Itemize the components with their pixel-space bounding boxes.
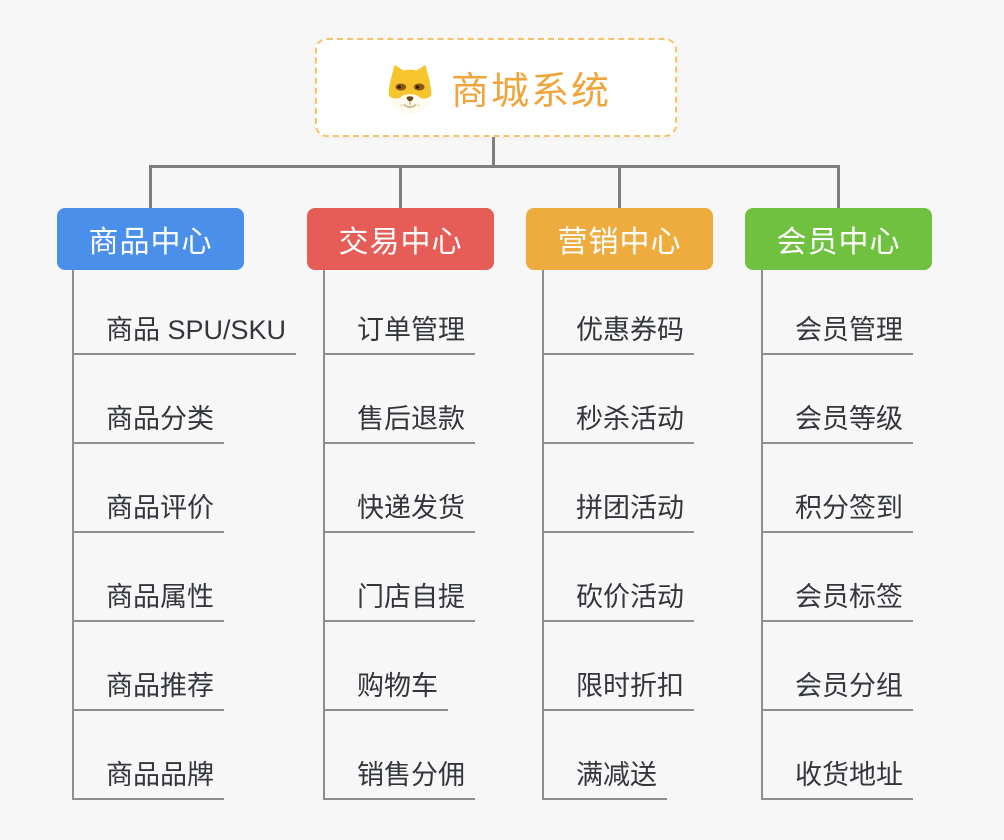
child-node[interactable]: 会员标签: [761, 578, 913, 622]
child-node[interactable]: 优惠券码: [542, 311, 694, 355]
connector-drop-4: [837, 166, 840, 208]
child-node[interactable]: 商品 SPU/SKU: [72, 311, 297, 355]
connector-drop-3: [618, 166, 621, 208]
child-node[interactable]: 购物车: [323, 667, 448, 711]
trunk-line-3: [542, 270, 544, 800]
child-node[interactable]: 快递发货: [323, 489, 475, 533]
child-node[interactable]: 商品推荐: [72, 667, 224, 711]
branch-node-marketing-center[interactable]: 营销中心: [526, 208, 713, 270]
child-node[interactable]: 限时折扣: [542, 667, 694, 711]
connector-drop-1: [149, 166, 152, 208]
branch-node-product-center[interactable]: 商品中心: [57, 208, 244, 270]
child-node[interactable]: 积分签到: [761, 489, 913, 533]
branch-node-trade-center[interactable]: 交易中心: [307, 208, 494, 270]
dog-face-icon: [381, 61, 439, 115]
trunk-line-2: [323, 270, 325, 800]
connector-root-stub: [492, 136, 495, 166]
child-node[interactable]: 会员分组: [761, 667, 913, 711]
child-node[interactable]: 销售分佣: [323, 756, 475, 800]
child-node[interactable]: 会员管理: [761, 311, 913, 355]
child-node[interactable]: 售后退款: [323, 400, 475, 444]
connector-bus: [149, 165, 840, 168]
branch-node-member-center[interactable]: 会员中心: [745, 208, 932, 270]
child-node[interactable]: 商品评价: [72, 489, 224, 533]
child-node[interactable]: 收货地址: [761, 756, 913, 800]
child-node[interactable]: 门店自提: [323, 578, 475, 622]
child-node[interactable]: 订单管理: [323, 311, 475, 355]
trunk-line-1: [72, 270, 74, 800]
root-node[interactable]: 商城系统: [315, 38, 677, 137]
child-node[interactable]: 砍价活动: [542, 578, 694, 622]
child-node[interactable]: 拼团活动: [542, 489, 694, 533]
trunk-line-4: [761, 270, 763, 800]
child-node[interactable]: 满减送: [542, 756, 667, 800]
child-node[interactable]: 商品分类: [72, 400, 224, 444]
child-node[interactable]: 秒杀活动: [542, 400, 694, 444]
connector-drop-2: [399, 166, 402, 208]
child-node[interactable]: 会员等级: [761, 400, 913, 444]
root-title: 商城系统: [450, 71, 611, 113]
child-node[interactable]: 商品品牌: [72, 756, 224, 800]
child-node[interactable]: 商品属性: [72, 578, 224, 622]
